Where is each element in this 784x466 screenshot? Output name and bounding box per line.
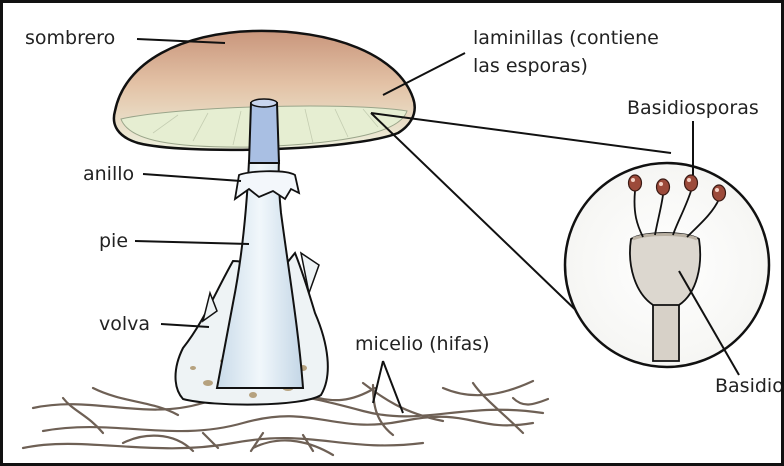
label-laminillas-line1: laminillas (contiene <box>473 27 659 49</box>
label-anillo: anillo <box>83 163 134 185</box>
label-basidiosporas: Basidiosporas <box>627 97 759 119</box>
zoom-line-top <box>371 113 671 153</box>
leader-pie <box>135 241 249 244</box>
stem-top <box>249 103 279 163</box>
leader-anillo <box>143 174 241 181</box>
zoom-line-bottom <box>371 113 585 319</box>
label-volva: volva <box>99 313 150 335</box>
label-sombrero: sombrero <box>25 27 115 49</box>
label-laminillas-line2: las esporas) <box>473 55 588 77</box>
label-basidio: Basidio <box>715 375 784 397</box>
label-micelio: micelio (hifas) <box>355 333 490 355</box>
label-pie: pie <box>99 230 128 252</box>
leader-micelio-b <box>383 361 403 413</box>
